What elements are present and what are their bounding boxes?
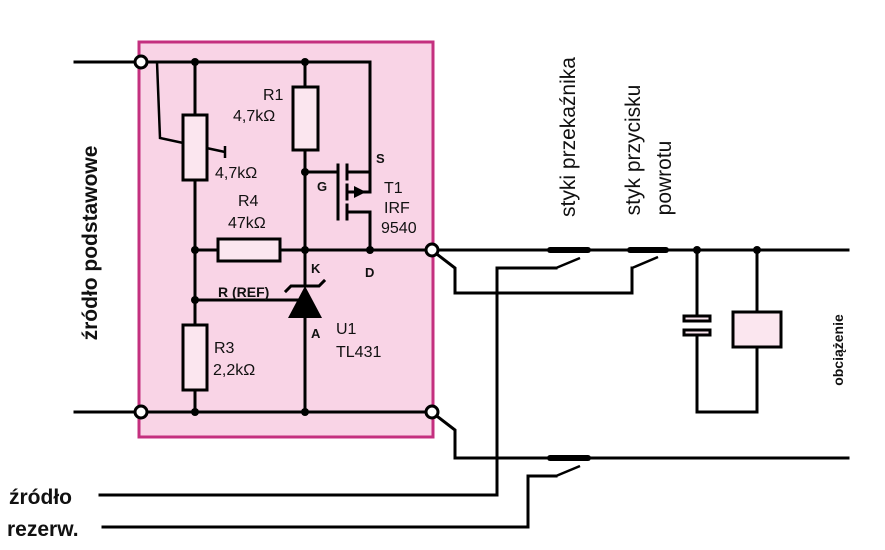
junction bbox=[301, 408, 309, 416]
junction bbox=[301, 168, 309, 176]
pin-a-label: A bbox=[311, 326, 321, 341]
main-source-wiring bbox=[73, 60, 137, 414]
t1-model-line2: 9540 bbox=[381, 220, 417, 237]
junction bbox=[301, 58, 309, 66]
u1-model: TL431 bbox=[336, 344, 381, 361]
backup-source-wire-top bbox=[98, 266, 558, 497]
u1-name: U1 bbox=[336, 321, 357, 338]
bypass-wire bbox=[435, 252, 634, 295]
junction bbox=[191, 408, 199, 416]
resistor-r4 bbox=[216, 237, 282, 263]
output-wiring bbox=[98, 247, 850, 529]
backup-source-label-line2: rezerw. bbox=[7, 518, 79, 541]
load-section bbox=[682, 248, 783, 414]
channel-arrow bbox=[354, 186, 366, 198]
pin-g-label: G bbox=[317, 179, 327, 194]
mosfet-t1 bbox=[336, 163, 366, 221]
pin-k-label: K bbox=[311, 261, 321, 276]
junction bbox=[366, 246, 374, 254]
junction bbox=[191, 58, 199, 66]
potentiometer bbox=[181, 113, 209, 182]
relay-contacts-label: styki przekaźnika bbox=[557, 57, 580, 217]
r1-value: 4,7kΩ bbox=[233, 108, 275, 125]
t1-name: T1 bbox=[384, 180, 403, 197]
button-contact-label-line1: styk przycisku bbox=[622, 85, 645, 216]
output-line-bottom-a bbox=[435, 414, 550, 460]
relay-contact-bottom-lever bbox=[555, 464, 581, 478]
r3-name: R3 bbox=[214, 340, 235, 357]
terminals bbox=[133, 54, 440, 420]
main-source-label: źródło podstawowe bbox=[79, 146, 102, 341]
drain-wire bbox=[345, 210, 372, 252]
pin-s-label: S bbox=[376, 151, 385, 166]
r4-value: 47kΩ bbox=[228, 215, 266, 232]
junction bbox=[191, 246, 199, 254]
t1-model-line1: IRF bbox=[384, 200, 410, 217]
r4-name: R4 bbox=[238, 193, 259, 210]
terminal-output-bottom bbox=[424, 404, 440, 420]
button-contact-label-line2: powrotu bbox=[653, 141, 676, 216]
r3-value: 2,2kΩ bbox=[213, 362, 255, 379]
potentiometer-value: 4,7kΩ bbox=[215, 165, 257, 182]
backup-source-wire-bottom bbox=[101, 474, 558, 529]
terminal-input-top bbox=[133, 54, 149, 70]
pin-ref-label: R (REF) bbox=[218, 284, 269, 300]
shunt-regulator-u1 bbox=[283, 278, 327, 318]
regulator-triangle bbox=[288, 286, 322, 318]
junction bbox=[191, 296, 199, 304]
relay-coil bbox=[731, 310, 783, 349]
relay-contact-top-lever bbox=[555, 256, 581, 270]
terminal-input-bottom bbox=[133, 404, 149, 420]
r1-name: R1 bbox=[263, 87, 284, 104]
backup-source-label-line1: źródło bbox=[9, 486, 72, 509]
button-contact-lever bbox=[631, 255, 659, 270]
load-label: obciążenie bbox=[830, 314, 846, 386]
pin-d-label: D bbox=[365, 265, 374, 280]
capacitor-plate-top bbox=[682, 314, 712, 323]
resistor-r1 bbox=[291, 85, 320, 152]
resistor-r3 bbox=[181, 323, 209, 392]
terminal-output-top bbox=[424, 242, 440, 258]
junction bbox=[301, 246, 309, 254]
junctions bbox=[191, 58, 761, 416]
